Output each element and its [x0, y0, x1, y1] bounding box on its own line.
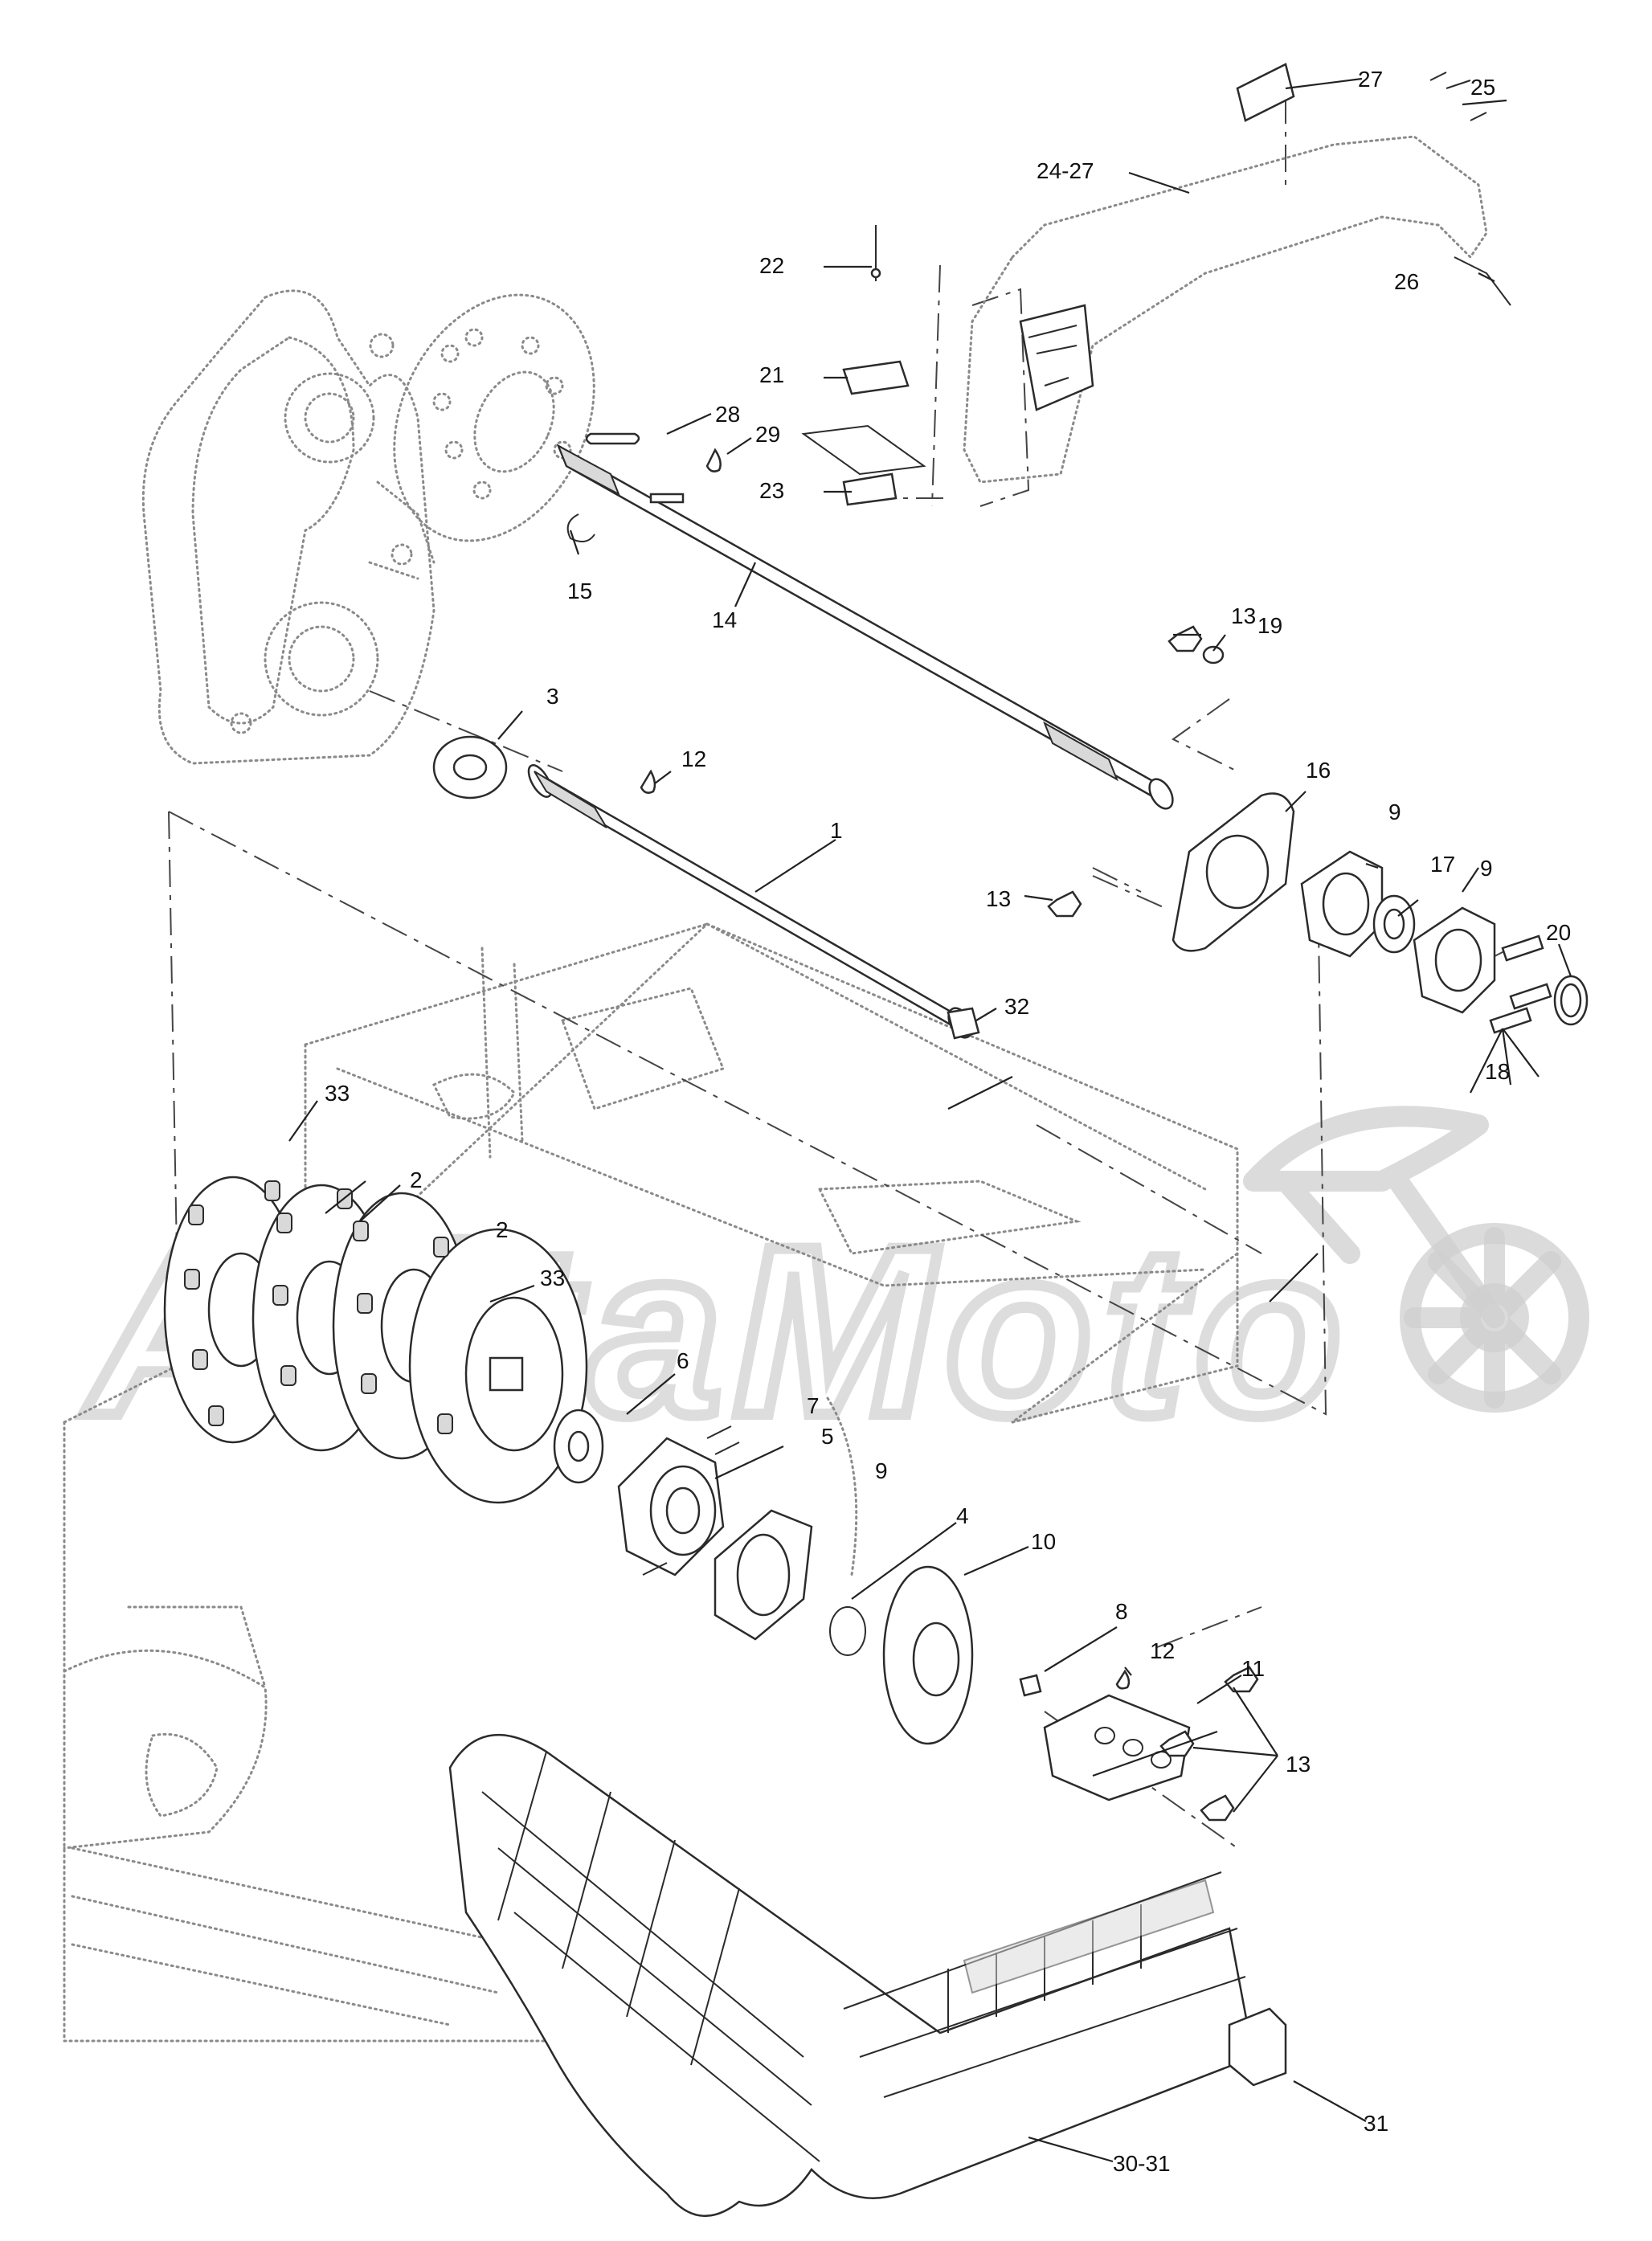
hardware-25	[1429, 72, 1487, 121]
bracket-21	[842, 360, 910, 395]
callout-labels: 1 2 2 3 4 5 6 7 8 9 9 9 10 11 12 12 13 1…	[325, 67, 1571, 2176]
strap-26	[1454, 256, 1511, 306]
track-belt	[448, 1734, 1255, 2218]
watermark-motorcycle-icon	[1243, 1106, 1589, 1413]
callout-32: 32	[1004, 994, 1029, 1019]
callout-33-lower: 33	[540, 1266, 565, 1290]
brake-disc	[393, 293, 595, 542]
callout-2-upper: 2	[410, 1168, 423, 1192]
callout-14: 14	[712, 607, 737, 632]
callout-16: 16	[1306, 758, 1331, 783]
callout-11: 11	[1241, 1656, 1265, 1681]
nut-13-b	[1159, 1730, 1195, 1757]
callout-6: 6	[677, 1348, 689, 1373]
bracket-11	[1043, 1694, 1191, 1801]
grease-fitting-12b	[1115, 1669, 1131, 1690]
bracket-assembly-21-23	[801, 225, 926, 506]
bolt-18c	[1489, 1007, 1532, 1034]
decal-27	[1236, 63, 1295, 122]
plate-23	[842, 472, 898, 506]
callout-33-upper: 33	[325, 1081, 350, 1106]
callout-12-upper: 12	[681, 746, 706, 771]
nut-13-a	[1224, 1666, 1259, 1693]
nut-13-left	[1047, 890, 1082, 918]
callout-19: 19	[1257, 613, 1282, 638]
callout-18: 18	[1485, 1059, 1510, 1084]
plug-32	[947, 1007, 980, 1040]
callout-2-lower: 2	[496, 1217, 509, 1242]
clip-31	[1228, 2007, 1287, 2087]
callout-24-27: 24-27	[1037, 158, 1094, 183]
callout-15: 15	[567, 579, 592, 603]
callout-23: 23	[759, 478, 784, 503]
callout-9-lower: 9	[875, 1458, 888, 1483]
grease-fitting-29	[705, 448, 722, 472]
callout-7: 7	[807, 1393, 820, 1418]
callout-13-top: 13	[1231, 603, 1256, 628]
callout-4: 4	[956, 1503, 969, 1528]
callout-22: 22	[759, 253, 784, 278]
small-parts-upper	[432, 432, 980, 1040]
callout-25: 25	[1470, 75, 1495, 100]
callout-21: 21	[759, 362, 784, 387]
callout-1: 1	[830, 818, 843, 843]
callout-29: 29	[755, 422, 780, 447]
axis-center-lines	[168, 96, 1511, 1849]
circlip-15	[566, 513, 595, 542]
callout-12-lower: 12	[1150, 1638, 1175, 1663]
ring-4	[829, 1606, 866, 1656]
nut-13-c	[1200, 1794, 1235, 1822]
right-bearing-assembly	[1047, 625, 1589, 1034]
chain-guard-cover	[963, 63, 1511, 484]
lower-bearing-assembly	[553, 1409, 1259, 1822]
washer-19	[1202, 645, 1225, 665]
leader-lines	[288, 77, 1572, 2163]
callout-31: 31	[1364, 2111, 1388, 2136]
callout-13-lower: 13	[1286, 1752, 1311, 1777]
callout-3: 3	[546, 684, 559, 709]
callout-26: 26	[1394, 269, 1419, 294]
nut-13-top	[1167, 625, 1203, 652]
grease-fitting-12	[640, 769, 656, 794]
callout-20: 20	[1546, 920, 1571, 945]
callout-17: 17	[1430, 852, 1455, 877]
bolt-18a	[1501, 934, 1544, 962]
callout-27: 27	[1358, 67, 1383, 92]
callout-8: 8	[1115, 1599, 1128, 1624]
callout-5: 5	[821, 1424, 834, 1449]
callout-10: 10	[1031, 1529, 1056, 1554]
fitting-8	[1019, 1674, 1042, 1697]
callout-28: 28	[715, 402, 740, 427]
drive-axle-1	[527, 764, 973, 1039]
drive-sprockets	[163, 1176, 588, 1504]
callout-9-right-b: 9	[1480, 856, 1493, 881]
callout-30-31: 30-31	[1113, 2151, 1171, 2176]
key-28	[585, 432, 640, 445]
studs-7	[642, 1425, 740, 1576]
jackshaft-14	[556, 444, 1174, 810]
chaincase-housing	[141, 289, 435, 765]
bolt-18b	[1509, 983, 1552, 1010]
callout-13-left: 13	[986, 886, 1011, 911]
callout-9-right-a: 9	[1388, 799, 1401, 824]
